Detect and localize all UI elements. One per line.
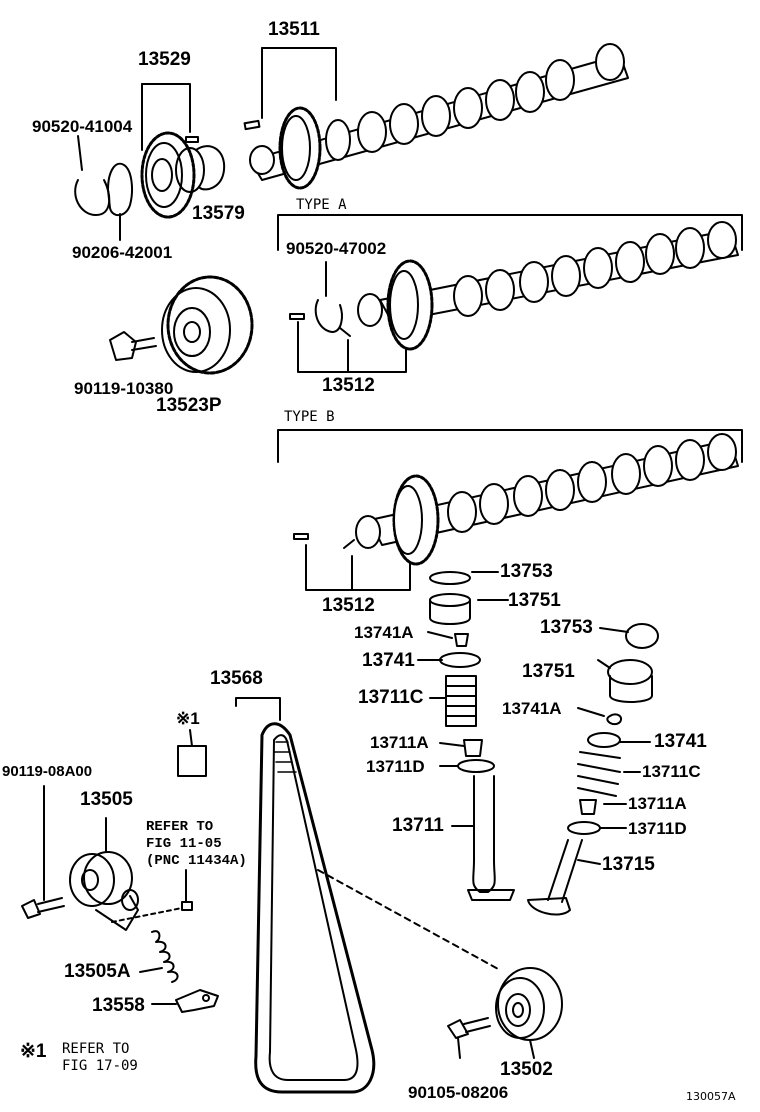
leader-13711A-a bbox=[439, 742, 465, 747]
clip-13579 bbox=[195, 145, 226, 191]
label-13753-a: 13753 bbox=[500, 561, 553, 582]
label-90520-41004: 90520-41004 bbox=[32, 117, 133, 136]
leader-13502 bbox=[529, 1039, 535, 1059]
leader-footnote bbox=[189, 729, 193, 747]
label-13512-b: 13512 bbox=[322, 595, 375, 616]
bolt-90105-08206 bbox=[447, 1017, 491, 1039]
bracket-type-a bbox=[277, 214, 743, 251]
sprocket-13529 bbox=[140, 131, 205, 219]
leader-13512-b bbox=[305, 544, 411, 591]
label-13579: 13579 bbox=[192, 203, 245, 224]
label-13711C-b: 13711C bbox=[642, 762, 701, 781]
bracket-13558 bbox=[175, 989, 219, 1013]
label-13711C-a: 13711C bbox=[358, 687, 424, 708]
snap-ring-90520-41004 bbox=[74, 179, 111, 216]
spring-13505A bbox=[151, 930, 179, 983]
label-13568: 13568 bbox=[210, 668, 263, 689]
camshaft-type-a bbox=[289, 221, 739, 351]
alignment-line bbox=[317, 869, 501, 971]
timing-belt-13568 bbox=[254, 722, 376, 1094]
camshaft-13511 bbox=[243, 43, 629, 190]
leader-90105-08206 bbox=[457, 1037, 461, 1059]
label-13711A-b: 13711A bbox=[628, 794, 687, 813]
leader-13715 bbox=[577, 859, 601, 865]
label-13715: 13715 bbox=[602, 854, 655, 875]
label-13741-b: 13741 bbox=[654, 731, 707, 752]
label-90206-42001: 90206-42001 bbox=[72, 243, 173, 262]
leader-13741A-a bbox=[427, 631, 453, 639]
label-13711D-b: 13711D bbox=[628, 819, 687, 838]
label-13505: 13505 bbox=[80, 789, 133, 810]
label-13711D-a: 13711D bbox=[366, 757, 425, 776]
label-type-a: TYPE A bbox=[296, 197, 347, 213]
tensioner-13505 bbox=[69, 851, 139, 931]
oring-90206-42001 bbox=[107, 162, 133, 217]
pulley-13523P bbox=[161, 275, 254, 375]
pin-dashed-line bbox=[111, 907, 183, 923]
refer-17-09-line2: FIG 17-09 bbox=[62, 1058, 138, 1074]
leader-13741A-b bbox=[577, 707, 605, 717]
diagram-id: 130057A bbox=[686, 1090, 736, 1103]
leader-13512-a bbox=[297, 321, 407, 373]
label-13529: 13529 bbox=[138, 49, 191, 70]
label-13511: 13511 bbox=[268, 19, 320, 40]
pin-refer-11-05 bbox=[181, 901, 193, 911]
label-13558: 13558 bbox=[92, 995, 145, 1016]
refer-11-05-line2: FIG 11-05 bbox=[146, 836, 222, 852]
leader-13529-b bbox=[141, 83, 191, 133]
label-type-b: TYPE B bbox=[284, 409, 335, 425]
label-90119-08A00: 90119-08A00 bbox=[2, 763, 93, 780]
leader-90520-41004 bbox=[77, 135, 83, 171]
label-90119-10380: 90119-10380 bbox=[74, 379, 174, 398]
leader-13511-b bbox=[261, 47, 337, 101]
idler-13502 bbox=[495, 967, 563, 1041]
leader-13753-b bbox=[599, 627, 629, 633]
label-13512-a: 13512 bbox=[322, 375, 375, 396]
label-13741A-b: 13741A bbox=[502, 699, 562, 718]
label-13751-a: 13751 bbox=[508, 590, 561, 611]
valve-stack-exhaust bbox=[527, 623, 659, 916]
camshaft-type-b bbox=[293, 433, 739, 566]
valve-stack-intake bbox=[429, 571, 515, 901]
label-13741-a: 13741 bbox=[362, 650, 415, 671]
bolt-90119-08A00 bbox=[21, 897, 65, 919]
refer-11-05-line1: REFER TO bbox=[146, 819, 214, 835]
leader-13751-b bbox=[597, 659, 611, 669]
label-13751-b: 13751 bbox=[522, 661, 575, 682]
label-13741A-a: 13741A bbox=[354, 623, 414, 642]
refer-11-05-line3: (PNC 11434A) bbox=[146, 853, 247, 869]
refer-17-09-line1: REFER TO bbox=[62, 1041, 130, 1057]
bracket-type-b bbox=[277, 429, 743, 463]
label-13711: 13711 bbox=[392, 815, 444, 836]
leader-13568 bbox=[235, 697, 281, 721]
label-13711A-a: 13711A bbox=[370, 733, 429, 752]
bolt-90119-10380 bbox=[109, 331, 157, 361]
label-13753-b: 13753 bbox=[540, 617, 593, 638]
leader-13505A bbox=[139, 967, 163, 973]
label-13505A: 13505A bbox=[64, 961, 131, 982]
label-90105-08206: 90105-08206 bbox=[408, 1083, 509, 1102]
label-13502: 13502 bbox=[500, 1059, 553, 1080]
label-90520-47002: 90520-47002 bbox=[286, 239, 387, 258]
footnote-box bbox=[177, 745, 207, 777]
label-mark-1: ※1 bbox=[176, 709, 200, 728]
footnote-mark: ※1 bbox=[20, 1041, 47, 1062]
label-13523P: 13523P bbox=[156, 395, 222, 416]
